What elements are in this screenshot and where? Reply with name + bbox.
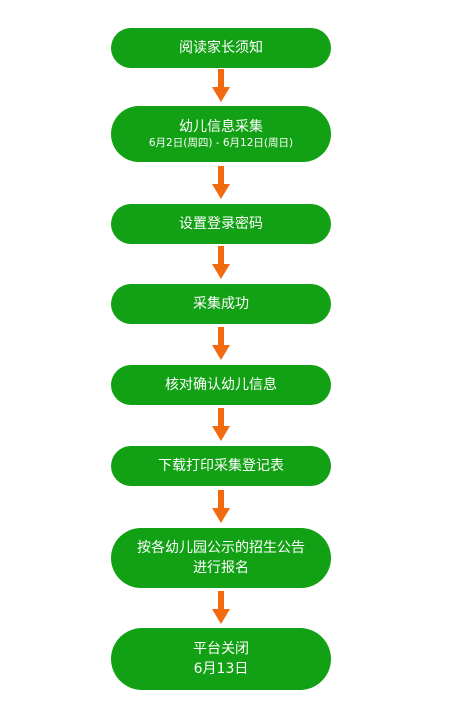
step-print-form: 下载打印采集登记表 xyxy=(111,446,331,486)
step-confirm-info: 核对确认幼儿信息 xyxy=(111,365,331,405)
step-set-password: 设置登录密码 xyxy=(111,204,331,244)
arrow-down-icon xyxy=(212,490,230,524)
step-label-line2: 进行报名 xyxy=(193,560,249,576)
step-read-notice: 阅读家长须知 xyxy=(111,28,331,68)
arrow-down-icon xyxy=(212,408,230,442)
step-date-range: 6月2日(周四) - 6月12日(周日) xyxy=(148,137,294,149)
step-label: 核对确认幼儿信息 xyxy=(165,377,277,393)
step-label: 阅读家长须知 xyxy=(179,40,263,56)
step-label: 幼儿信息采集 xyxy=(179,119,263,135)
step-info-collection: 幼儿信息采集 6月2日(周四) - 6月12日(周日) xyxy=(111,106,331,162)
arrow-down-icon xyxy=(212,166,230,200)
step-label: 设置登录密码 xyxy=(179,216,263,232)
step-close-date: 6月13日 xyxy=(193,661,249,677)
step-collection-success: 采集成功 xyxy=(111,284,331,324)
step-platform-close: 平台关闭 6月13日 xyxy=(111,628,331,690)
arrow-down-icon xyxy=(212,69,230,103)
arrow-down-icon xyxy=(212,246,230,280)
arrow-down-icon xyxy=(212,591,230,625)
step-label: 采集成功 xyxy=(193,296,249,312)
arrow-down-icon xyxy=(212,327,230,361)
step-label: 平台关闭 xyxy=(193,641,249,657)
step-label: 按各幼儿园公示的招生公告 xyxy=(137,540,305,556)
step-apply-per-notice: 按各幼儿园公示的招生公告 进行报名 xyxy=(111,528,331,588)
step-label: 下载打印采集登记表 xyxy=(158,458,284,474)
